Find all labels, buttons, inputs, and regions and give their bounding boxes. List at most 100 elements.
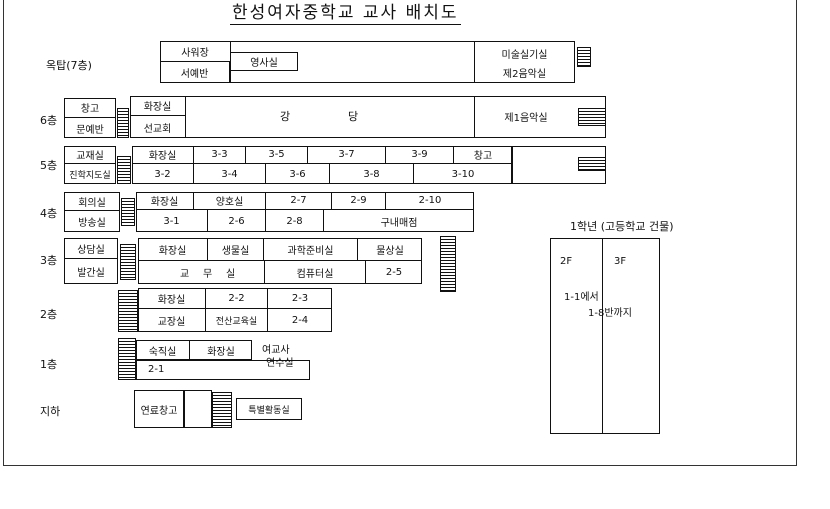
annex-title: 1학년 (고등학교 건물)	[570, 220, 674, 233]
f2-main-outline	[138, 288, 332, 332]
room-shower: 사워장	[181, 47, 209, 59]
room-restroom: 화장실	[138, 238, 208, 260]
room-store: 구내매점	[324, 209, 474, 232]
annex-floor-3: 3F	[614, 256, 627, 267]
basement-corridor	[184, 390, 212, 428]
classroom-3-9: 3-9	[386, 146, 454, 163]
floor-label-6: 6층	[40, 114, 58, 127]
f4-left-outline	[64, 192, 120, 232]
basement-right-outline	[236, 398, 302, 420]
floor-label-1: 1층	[40, 358, 58, 371]
room-physics: 물상실	[376, 245, 404, 257]
floor-label-3: 3층	[40, 254, 58, 267]
room-publication: 발간실	[64, 258, 118, 284]
stairs-icon	[212, 392, 232, 428]
floor-label-rooftop: 옥탑(7층)	[46, 59, 92, 72]
classroom-3-3: 3-3	[194, 146, 246, 163]
f3-divider	[138, 260, 422, 261]
stairs-icon	[117, 108, 129, 138]
room-storage: 창고	[473, 151, 493, 162]
classroom-2-3: 2-3	[291, 292, 309, 304]
floor-label-5: 5층	[40, 159, 58, 172]
classroom-3-7: 3-7	[308, 146, 386, 163]
f1-top-outline	[136, 340, 252, 360]
room-principal: 교장실	[138, 308, 206, 332]
annex-range-to: 1-8반까지	[588, 308, 632, 319]
classroom-2-7: 2-7	[266, 192, 332, 209]
room-staff-2: 무	[203, 269, 213, 280]
classroom-2-9: 2-9	[332, 192, 386, 209]
room-fuel-storage: 연료창고	[140, 405, 178, 417]
f3-left-outline	[64, 238, 118, 284]
rooftop-outline	[160, 41, 575, 83]
f3-main-outline	[138, 238, 422, 284]
f5-main-outline	[132, 146, 512, 184]
stairs-icon	[117, 156, 131, 184]
stairs-icon	[121, 198, 135, 226]
annex-divider	[602, 238, 603, 434]
classroom-3-1: 3-1	[136, 209, 208, 232]
page-title: 한성여자중학교 교사 배치도	[230, 0, 461, 25]
room-computer: 컴퓨터실	[264, 260, 366, 284]
stairs-icon	[440, 236, 456, 292]
annex-range-from: 1-1에서	[564, 292, 599, 303]
room-staff-1: 교	[180, 269, 190, 280]
stairs-icon	[578, 157, 606, 171]
f1-bottom-outline	[136, 360, 310, 380]
room-science-prep: 과학준비실	[264, 238, 358, 260]
room-mission-club: 선교회	[130, 116, 186, 138]
room-restroom: 화장실	[138, 288, 206, 308]
room-female-teacher: 여교사	[262, 345, 290, 356]
floor-label-2: 2층	[40, 308, 58, 321]
annex-floor-2: 2F	[560, 256, 573, 267]
classroom-2-1: 2-1	[148, 364, 165, 375]
room-counseling: 상담실	[77, 244, 105, 256]
room-computer-education: 전산교육실	[206, 308, 268, 332]
classroom-3-6: 3-6	[266, 163, 330, 184]
room-restroom: 화장실	[130, 96, 186, 116]
classroom-2-4: 2-4	[268, 308, 332, 332]
room-calligraphy: 서예반	[160, 61, 230, 83]
room-art-studio: 미술실기실	[501, 49, 548, 61]
floor-plan-frame	[3, 0, 797, 466]
stairs-icon	[578, 108, 606, 126]
room-storage: 창고	[80, 104, 100, 115]
room-restroom: 화장실	[132, 146, 194, 163]
room-meeting: 회의실	[78, 197, 106, 209]
f4-main-outline	[136, 192, 474, 232]
room-night-duty: 숙직실	[136, 340, 190, 360]
f6-divider	[474, 96, 475, 138]
classroom-3-10: 3-10	[414, 163, 512, 184]
classroom-3-2: 3-2	[132, 163, 194, 184]
room-literary-club: 문예반	[64, 117, 116, 138]
classroom-2-6: 2-6	[208, 209, 266, 232]
classroom-3-5: 3-5	[246, 146, 308, 163]
room-restroom: 화장실	[136, 192, 194, 209]
classroom-3-8: 3-8	[330, 163, 414, 184]
room-music-1: 제1음악실	[504, 112, 548, 124]
rooftop-divider	[230, 41, 231, 83]
room-biology: 생물실	[208, 238, 264, 260]
room-staff-3: 실	[226, 269, 236, 280]
classroom-3-4: 3-4	[194, 163, 266, 184]
floor-label-4: 4층	[40, 207, 58, 220]
room-restroom: 화장실	[207, 346, 235, 358]
classroom-2-10: 2-10	[418, 195, 442, 206]
room-materials: 교재실	[76, 151, 104, 162]
room-training: 연수실	[266, 358, 294, 369]
f6-left-outline	[64, 98, 116, 138]
stairs-icon	[118, 290, 138, 332]
room-special-activity: 특별활동실	[248, 405, 290, 416]
hall-label-1: 강	[279, 110, 291, 123]
classroom-2-2: 2-2	[206, 288, 268, 308]
classroom-2-5: 2-5	[385, 266, 403, 278]
stairs-icon	[118, 338, 136, 380]
classroom-2-8: 2-8	[266, 209, 324, 232]
hall-label-2: 당	[347, 110, 359, 123]
stairs-icon	[577, 47, 591, 67]
annex-outline	[550, 238, 660, 434]
room-music-2: 제2음악실	[502, 68, 547, 80]
room-broadcast: 방송실	[64, 210, 120, 232]
stairs-icon	[120, 244, 136, 280]
room-infirmary: 양호실	[194, 192, 266, 209]
